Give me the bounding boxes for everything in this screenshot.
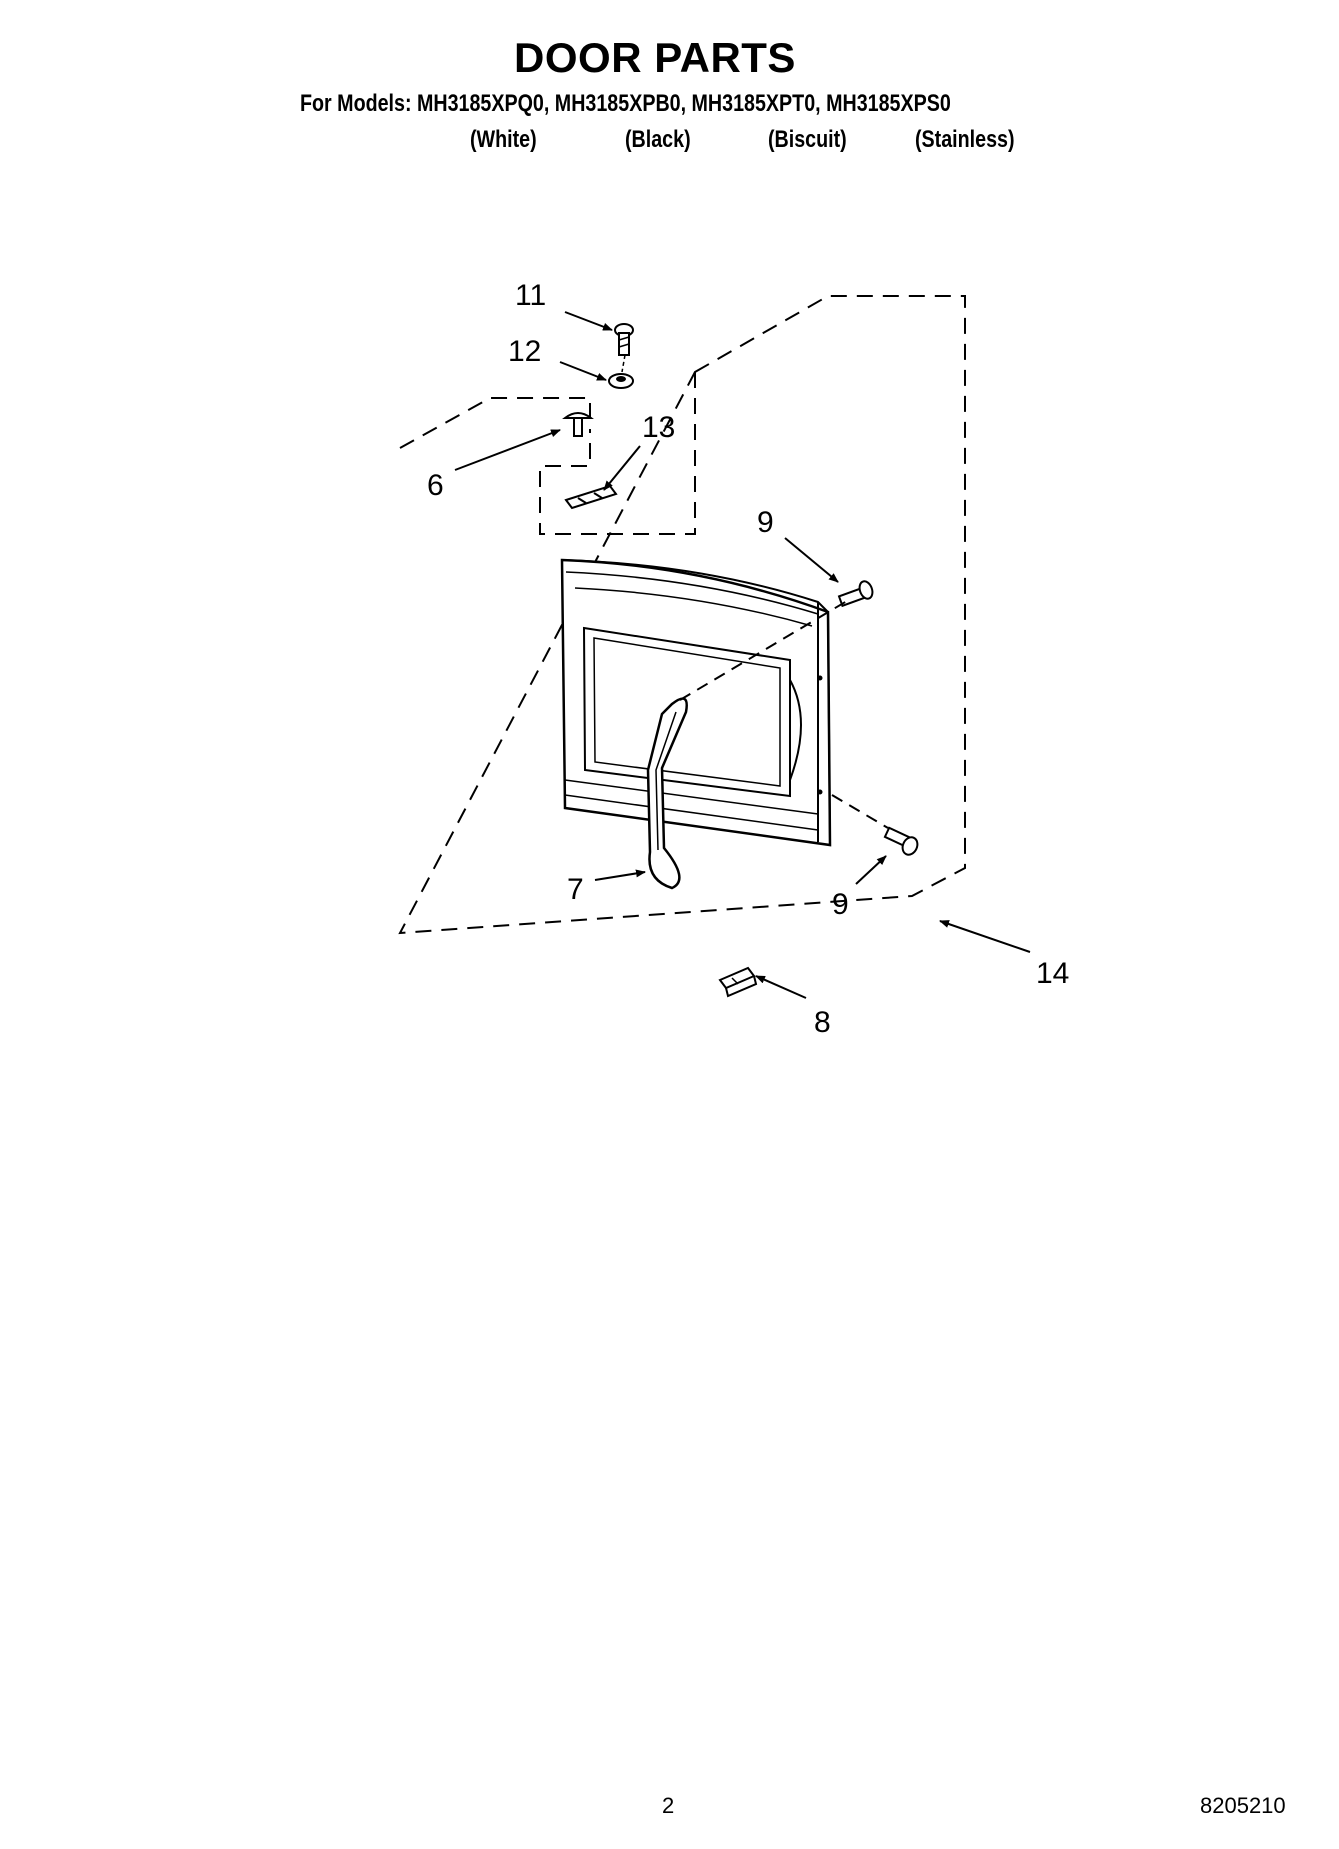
- callout-6: 6: [427, 469, 444, 502]
- variant-white: (White): [470, 126, 537, 153]
- latch-part-8: [718, 966, 758, 998]
- callout-9-bottom: 9: [832, 888, 849, 921]
- document-number: 8205210: [1200, 1793, 1286, 1818]
- door-frame: [560, 558, 832, 847]
- variant-black: (Black): [625, 126, 691, 153]
- callout-8: 8: [814, 1006, 831, 1039]
- callout-9-top: 9: [757, 506, 774, 539]
- screw-part-11: [614, 323, 634, 356]
- callout-12: 12: [508, 335, 541, 368]
- callout-11: 11: [515, 279, 546, 312]
- hinge-subassembly-outline: [539, 372, 696, 535]
- variant-biscuit: (Biscuit): [768, 126, 847, 153]
- models-line: For Models: MH3185XPQ0, MH3185XPB0, MH31…: [300, 90, 951, 117]
- callout-13: 13: [642, 411, 675, 444]
- washer-part-12: [608, 373, 634, 389]
- screw-part-9-top: [837, 580, 874, 608]
- screw-part-9-bottom: [883, 826, 919, 856]
- variant-stainless: (Stainless): [915, 126, 1015, 153]
- page-number: 2: [662, 1793, 675, 1818]
- leader-lines: [454, 311, 1031, 999]
- page-title: DOOR PARTS: [514, 34, 796, 81]
- callout-7: 7: [567, 873, 584, 906]
- handle-part-7: [646, 697, 688, 890]
- callout-14: 14: [1036, 957, 1069, 990]
- assembly-outline: [398, 295, 966, 935]
- hinge-part-13: [564, 484, 618, 510]
- pin-part-6: [562, 412, 594, 437]
